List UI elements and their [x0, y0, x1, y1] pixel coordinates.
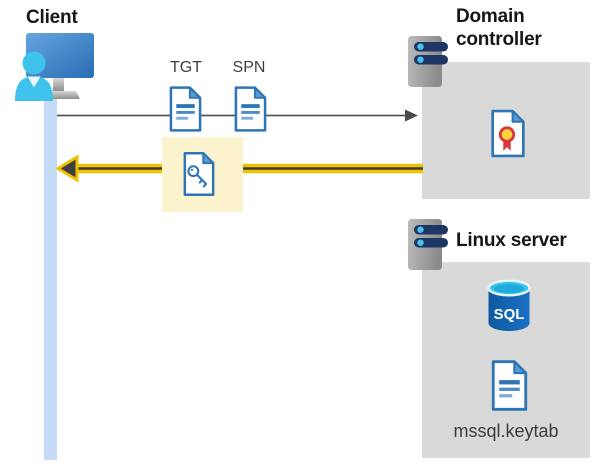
sql-database-icon: SQL [487, 279, 531, 331]
linux-server-icon [408, 219, 448, 270]
client-timeline-bar [44, 90, 57, 460]
response-arrow-highlighted [55, 154, 423, 183]
domain-controller-title: Domain controller [456, 6, 542, 50]
sql-icon-label: SQL [494, 306, 525, 323]
spn-label: SPN [232, 59, 266, 76]
tgt-document-icon [169, 86, 202, 132]
key-icon [187, 165, 208, 188]
person-icon [15, 51, 53, 101]
request-arrow [57, 109, 418, 122]
spn-document-icon [234, 86, 267, 132]
user-workstation-icon [15, 33, 94, 101]
domain-controller-server-icon [408, 36, 448, 87]
client-title: Client [26, 7, 78, 28]
linux-server-title: Linux server [456, 230, 567, 251]
certificate-icon [491, 109, 525, 158]
keytab-document-icon [491, 360, 528, 411]
tgt-label: TGT [170, 59, 202, 76]
keytab-label: mssql.keytab [453, 421, 559, 441]
key-document-icon [183, 151, 215, 197]
